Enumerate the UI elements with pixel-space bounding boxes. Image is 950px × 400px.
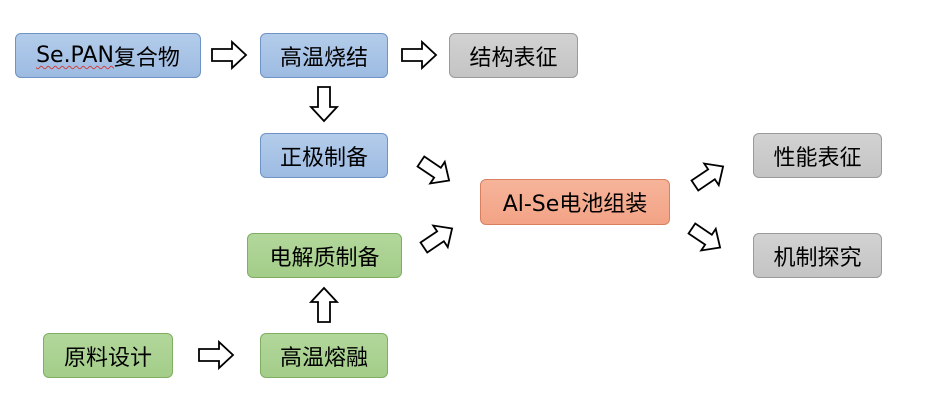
high-temp-sintering-node: 高温烧结 [260, 33, 388, 78]
arrow-assembly-to-mechanism [687, 222, 722, 252]
structural-characterization-node: 结构表征 [449, 33, 578, 78]
arrow-melting-to-electrolyte [308, 286, 340, 323]
sepan-composite-prefix: Se.PAN [36, 43, 114, 68]
arrow-cathode-to-assembly [416, 155, 451, 185]
arrow-sintering-to-cathode [308, 86, 340, 123]
high-temp-melting-node: 高温熔融 [260, 333, 388, 378]
arrow-raw-to-melting [198, 339, 235, 371]
performance-characterization-node: 性能表征 [753, 133, 882, 178]
arrow-assembly-to-performance [690, 162, 725, 192]
al-se-battery-assembly-node: Al-Se电池组装 [480, 179, 670, 225]
arrow-sepan-to-sintering [211, 39, 248, 71]
sepan-composite-suffix: 复合物 [113, 45, 180, 71]
arrow-sintering-to-structural [401, 39, 438, 71]
cathode-preparation-node: 正极制备 [260, 133, 388, 178]
mechanism-exploration-node: 机制探究 [753, 233, 882, 278]
raw-material-design-node: 原料设计 [43, 333, 173, 378]
electrolyte-preparation-node: 电解质制备 [247, 233, 402, 278]
arrow-electrolyte-to-assembly [419, 224, 454, 254]
